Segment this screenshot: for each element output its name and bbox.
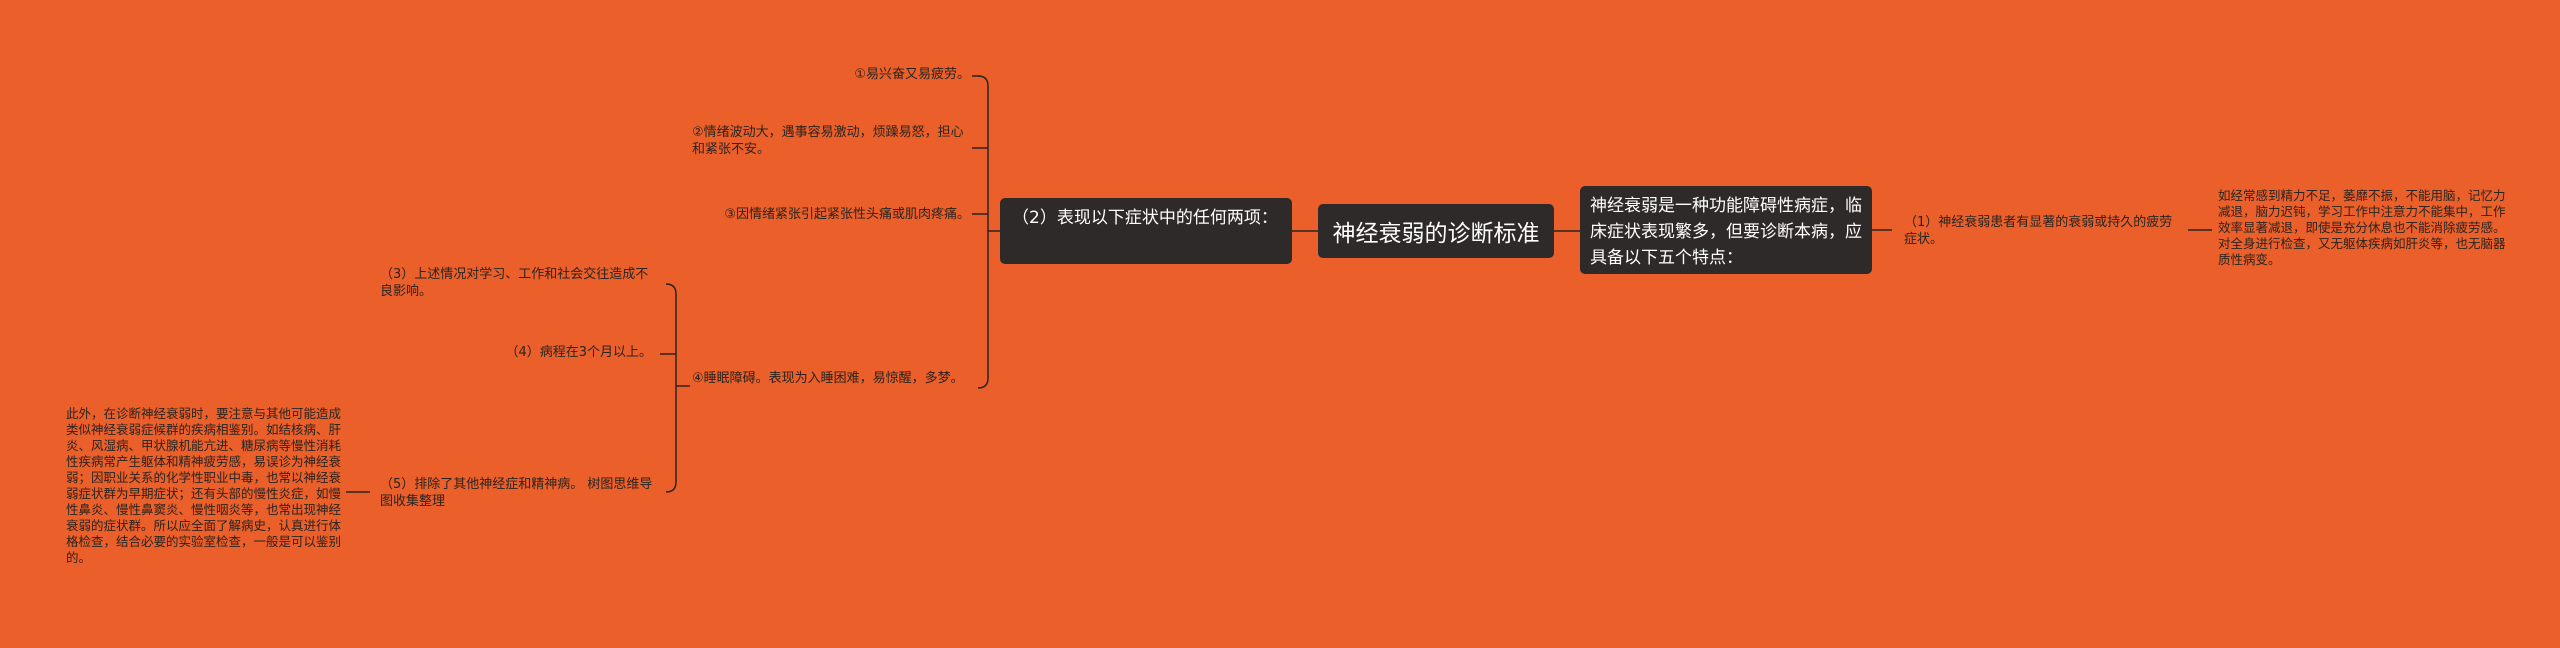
criteria-item-5[interactable]: （5）排除了其他神经症和精神病。 树图思维导图收集整理 — [380, 476, 658, 510]
symptom-item-4[interactable]: ④睡眠障碍。表现为入睡困难，易惊醒，多梦。 — [692, 370, 970, 387]
feature-item-1-label: （1）神经衰弱患者有显著的衰弱或持久的疲劳症状。 — [1904, 215, 2173, 247]
branch-symptoms-label: （2）表现以下症状中的任何两项： — [1012, 208, 1278, 228]
branch-features-label: 神经衰弱是一种功能障碍性病症，临床症状表现繁多，但要诊断本病，应具备以下五个特点… — [1590, 196, 1862, 268]
criteria-item-3-label: （3）上述情况对学习、工作和社会交往造成不良影响。 — [380, 267, 649, 299]
fatigue-detail-text: 如经常感到精力不足，萎靡不振，不能用脑，记忆力减退，脑力迟钝，学习工作中注意力不… — [2218, 188, 2506, 267]
fatigue-detail[interactable]: 如经常感到精力不足，萎靡不振，不能用脑，记忆力减退，脑力迟钝，学习工作中注意力不… — [2218, 188, 2510, 268]
differential-detail[interactable]: 此外，在诊断神经衰弱时，要注意与其他可能造成类似神经衰弱症候群的疾病相鉴别。如结… — [66, 406, 342, 566]
bracket-criteria — [665, 283, 677, 493]
branch-features-node[interactable]: 神经衰弱是一种功能障碍性病症，临床症状表现繁多，但要诊断本病，应具备以下五个特点… — [1580, 186, 1872, 274]
feature-item-1[interactable]: （1）神经衰弱患者有显著的衰弱或持久的疲劳症状。 — [1904, 214, 2184, 248]
criteria-item-4[interactable]: （4）病程在3个月以上。 — [480, 344, 652, 361]
criteria-item-5-label: （5）排除了其他神经症和精神病。 树图思维导图收集整理 — [380, 477, 653, 509]
bracket-symptoms — [977, 75, 989, 389]
criteria-item-3[interactable]: （3）上述情况对学习、工作和社会交往造成不良影响。 — [380, 266, 652, 300]
symptom-item-1-label: ①易兴奋又易疲劳。 — [854, 67, 970, 82]
differential-detail-text: 此外，在诊断神经衰弱时，要注意与其他可能造成类似神经衰弱症候群的疾病相鉴别。如结… — [66, 406, 342, 565]
root-node[interactable]: 神经衰弱的诊断标准 — [1318, 204, 1554, 258]
criteria-item-4-label: （4）病程在3个月以上。 — [505, 345, 652, 360]
symptom-item-1[interactable]: ①易兴奋又易疲劳。 — [810, 66, 970, 83]
branch-symptoms-node[interactable]: （2）表现以下症状中的任何两项： — [1000, 198, 1292, 264]
symptom-item-4-label: ④睡眠障碍。表现为入睡困难，易惊醒，多梦。 — [692, 371, 964, 386]
symptom-item-3[interactable]: ③因情绪紧张引起紧张性头痛或肌肉疼痛。 — [660, 206, 970, 223]
symptom-item-3-label: ③因情绪紧张引起紧张性头痛或肌肉疼痛。 — [724, 207, 970, 222]
symptom-item-2[interactable]: ②情绪波动大，遇事容易激动，烦躁易怒，担心和紧张不安。 — [692, 124, 970, 158]
root-label: 神经衰弱的诊断标准 — [1332, 221, 1540, 247]
symptom-item-2-label: ②情绪波动大，遇事容易激动，烦躁易怒，担心和紧张不安。 — [692, 125, 964, 157]
